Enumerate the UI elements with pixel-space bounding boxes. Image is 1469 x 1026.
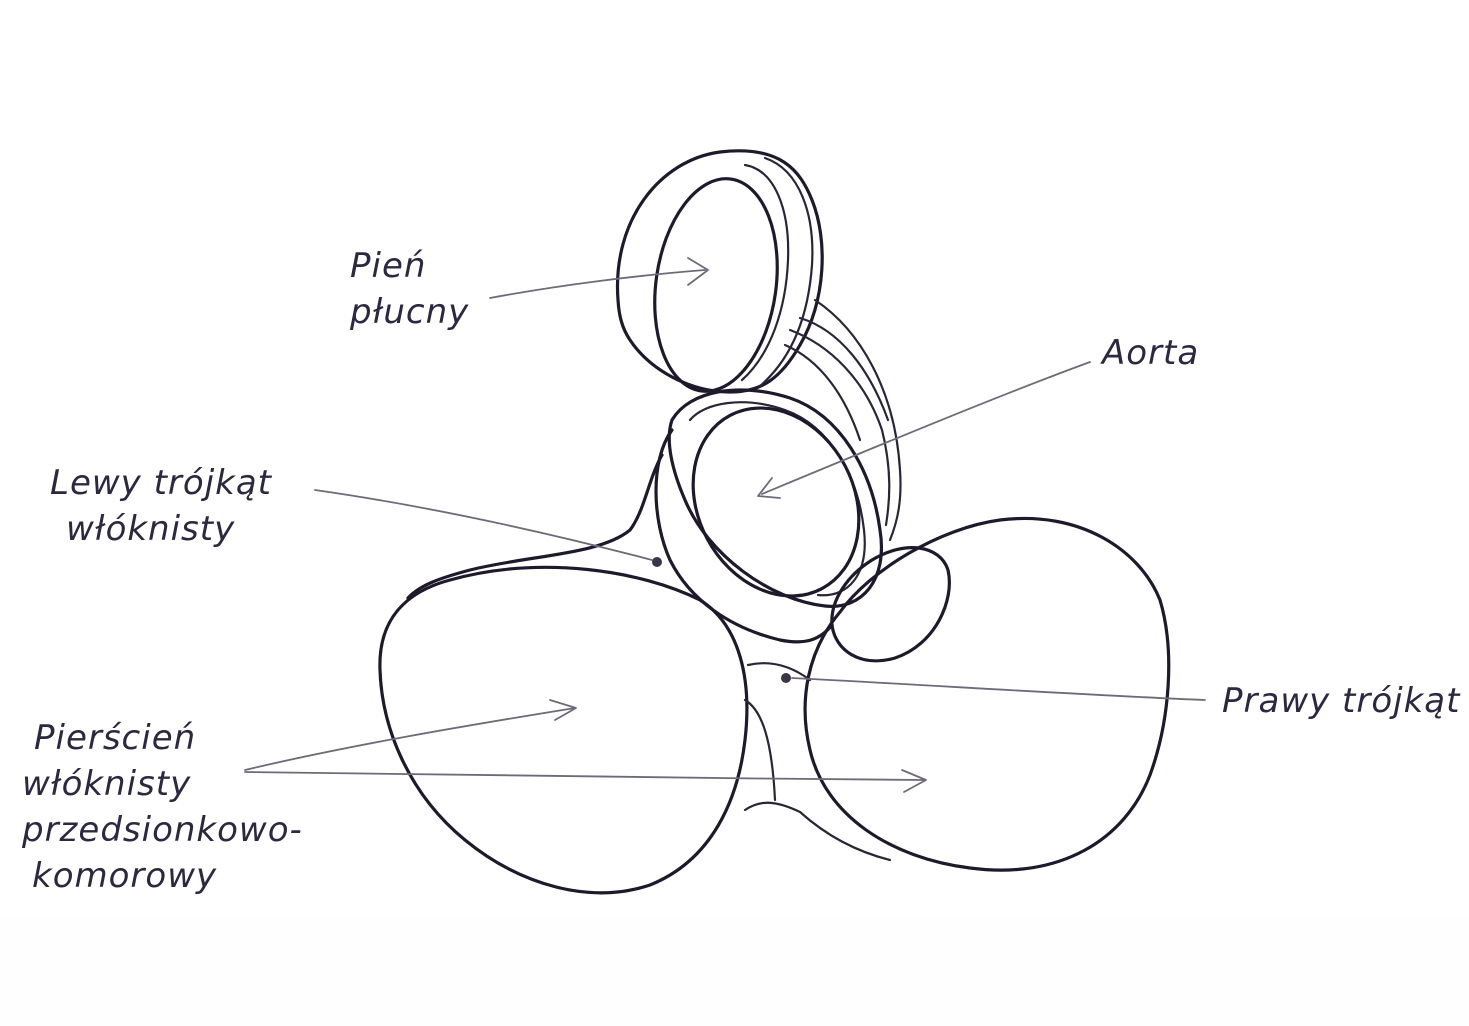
label-left-trigone-line-1: Lewy trójkąt: [50, 463, 273, 503]
label-av-ring-line-4: komorowy: [32, 856, 218, 896]
pulmonary-trunk-rim-2: [758, 156, 814, 388]
tricuspid-ring: [803, 516, 1171, 872]
av-ring-pointer-left: [244, 707, 576, 771]
label-pulmonary-trunk: Pień płucny: [350, 243, 469, 335]
label-aorta: Aorta: [1102, 330, 1199, 376]
label-av-ring-line-2: włóknisty: [22, 764, 192, 804]
inter-ring-bridge-bottom: [743, 801, 892, 862]
aorta-base-outline: [654, 428, 834, 644]
aorta-outer-ring: [667, 388, 883, 608]
paper-edge: [0, 915, 1469, 1026]
right-trigone-pointer: [791, 677, 1206, 701]
left-trigone-dot: [652, 557, 662, 567]
av-ring-arrowhead-left: [549, 699, 577, 721]
aorta-arrowhead: [757, 477, 781, 499]
label-right-trigone-line-1: Prawy trójkąt: [1222, 681, 1461, 721]
label-pulmonary-trunk-line-1: Pień: [350, 246, 427, 286]
left-trigone-outline: [406, 453, 664, 600]
label-av-ring-line-1: Pierścień: [34, 718, 197, 758]
pulmonary-trunk-pointer: [489, 269, 706, 299]
conus-tendon-2: [798, 316, 890, 422]
inter-ring-bridge-left: [743, 698, 777, 802]
label-av-fibrous-ring: Pierścień włóknisty przedsionkowo- komor…: [22, 715, 303, 899]
pulmonary-trunk-lumen: [653, 177, 779, 393]
label-left-fibrous-trigone: Lewy trójkąt włóknisty: [50, 460, 272, 552]
av-ring-arrowhead-right: [901, 769, 927, 793]
aorta-lumen: [691, 406, 861, 598]
pulmonary-trunk-arrowhead: [687, 257, 709, 286]
aorta-pointer: [761, 361, 1091, 495]
label-left-trigone-line-2: włóknisty: [66, 509, 236, 549]
right-trigone-dot: [781, 673, 791, 683]
right-trigone-lobe: [830, 546, 951, 663]
left-trigone-pointer: [314, 489, 653, 561]
av-ring-pointer-right: [244, 771, 926, 781]
pulmonary-trunk-outer-ring: [615, 149, 824, 394]
inter-ring-bridge-top: [746, 662, 812, 682]
pulmonary-trunk-rim: [740, 163, 790, 382]
label-aorta-line-1: Aorta: [1102, 333, 1200, 373]
label-av-ring-line-3: przedsionkowo-: [22, 810, 303, 850]
label-right-fibrous-trigone: Prawy trójkąt: [1222, 678, 1460, 724]
conus-tendon-1: [788, 328, 891, 527]
label-pulmonary-trunk-line-2: płucny: [350, 292, 470, 332]
conus-tendon-4: [783, 343, 862, 442]
mitral-ring: [378, 565, 749, 895]
